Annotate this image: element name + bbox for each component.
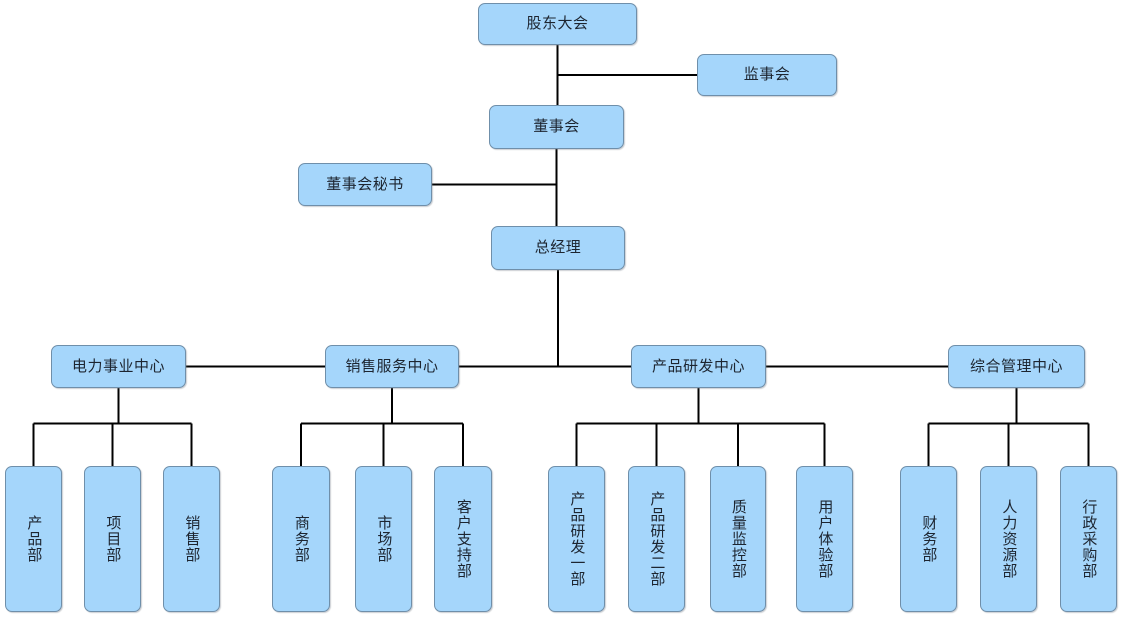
org-node-label: 质量监控部 [729,499,747,579]
org-node-label: 项目部 [104,515,122,563]
org-node-shareholders[interactable]: 股东大会 [478,3,637,45]
org-node-hr-dept[interactable]: 人力资源部 [980,466,1037,612]
org-node-label: 董事会 [533,118,580,136]
org-node-label: 股东大会 [526,15,589,33]
org-node-label: 客户支持部 [454,499,472,579]
org-node-label: 电力事业中心 [71,357,165,375]
org-node-sales-dept[interactable]: 销售部 [163,466,220,612]
org-node-label: 行政采购部 [1080,499,1098,579]
org-node-rnd-dept-1[interactable]: 产品研发一部 [548,466,605,612]
org-node-product-dept[interactable]: 产品部 [5,466,62,612]
org-node-label: 人力资源部 [1000,499,1018,579]
org-node-label: 总经理 [534,239,582,257]
org-node-board-secretary[interactable]: 董事会秘书 [298,163,432,206]
org-node-business-dept[interactable]: 商务部 [272,466,330,612]
org-node-finance-dept[interactable]: 财务部 [900,466,957,612]
org-node-customer-support-dept[interactable]: 客户支持部 [434,466,492,612]
org-node-rnd-center[interactable]: 产品研发中心 [631,345,766,388]
org-node-label: 综合管理中心 [969,357,1063,375]
org-node-label: 销售服务中心 [345,357,439,375]
org-node-market-dept[interactable]: 市场部 [355,466,412,612]
org-node-power-center[interactable]: 电力事业中心 [51,345,186,388]
org-node-ux-dept[interactable]: 用户体验部 [796,466,853,612]
org-node-label: 市场部 [375,515,393,563]
org-node-procurement-dept[interactable]: 行政采购部 [1060,466,1117,612]
org-node-project-dept[interactable]: 项目部 [84,466,141,612]
org-node-label: 销售部 [183,515,201,563]
org-node-label: 用户体验部 [816,499,834,579]
org-node-label: 产品研发中心 [651,357,745,375]
org-node-supervisors[interactable]: 监事会 [697,54,837,96]
org-node-label: 监事会 [743,66,791,84]
org-node-label: 商务部 [292,515,310,563]
org-node-rnd-dept-2[interactable]: 产品研发二部 [628,466,685,612]
org-node-sales-center[interactable]: 销售服务中心 [325,345,459,388]
org-node-general-manager[interactable]: 总经理 [491,226,625,270]
org-node-label: 产品研发二部 [648,491,666,587]
org-node-quality-dept[interactable]: 质量监控部 [710,466,766,612]
org-node-board[interactable]: 董事会 [489,105,624,149]
org-node-label: 产品研发一部 [568,491,586,587]
org-node-label: 董事会秘书 [326,175,404,193]
org-node-admin-center[interactable]: 综合管理中心 [948,345,1085,388]
org-node-label: 产品部 [25,515,43,563]
org-node-label: 财务部 [920,515,938,563]
